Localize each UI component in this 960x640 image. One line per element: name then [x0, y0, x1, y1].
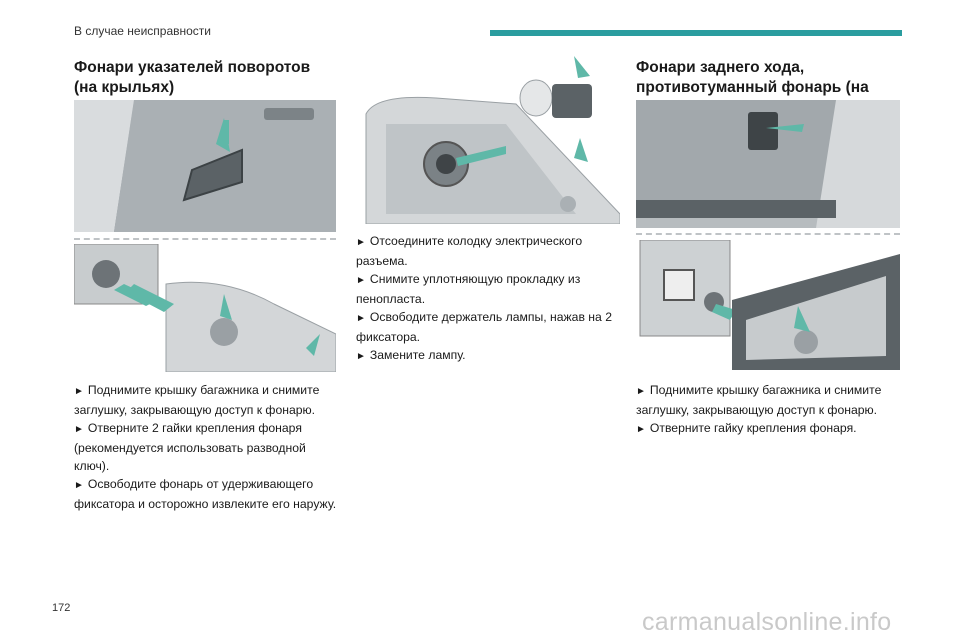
- arrow-icon: [712, 304, 736, 320]
- step-item: ►Замените лампу.: [356, 348, 466, 362]
- watermark: carmanualsonline.info: [642, 608, 892, 636]
- middle-steps: ►Отсоедините колодку электрического разъ…: [356, 232, 626, 366]
- arrow-icon: [574, 56, 590, 78]
- arrow-icon: [220, 294, 232, 320]
- step-item: ►Снимите уплотняющую прокладку из пенопл…: [356, 272, 581, 306]
- left-steps: ►Поднимите крышку багажника и снимите за…: [74, 381, 344, 513]
- dashed-divider: [636, 233, 900, 235]
- triangle-right-icon: ►: [356, 313, 366, 324]
- step-item: ►Освободите фонарь от удерживающего фикс…: [74, 477, 337, 511]
- triangle-right-icon: ►: [74, 386, 84, 397]
- header-accent-bar: [490, 30, 902, 36]
- step-item: ►Освободите держатель лампы, нажав на 2 …: [356, 310, 612, 344]
- tailgate-illustration: [636, 100, 900, 228]
- arrow-icon: [306, 334, 320, 356]
- triangle-right-icon: ►: [356, 237, 366, 248]
- triangle-right-icon: ►: [74, 424, 84, 435]
- step-item: ►Поднимите крышку багажника и снимите за…: [636, 383, 882, 417]
- arrow-icon: [574, 138, 588, 162]
- arrow-icon: [456, 146, 506, 166]
- triangle-right-icon: ►: [74, 480, 84, 491]
- step-item: ►Отверните 2 гайки крепления фонаря (рек…: [74, 421, 306, 473]
- page-number: 172: [52, 602, 71, 614]
- dashed-divider: [74, 238, 336, 240]
- trunk-cover-illustration: [74, 100, 336, 232]
- left-heading: Фонари указателей поворотов (на крыльях): [74, 59, 311, 96]
- bulb-holder-illustration: [356, 54, 620, 224]
- right-steps: ►Поднимите крышку багажника и снимите за…: [636, 381, 906, 439]
- step-item: ►Отсоедините колодку электрического разъ…: [356, 234, 583, 268]
- arrow-icon: [766, 124, 804, 132]
- triangle-right-icon: ►: [356, 351, 366, 362]
- triangle-right-icon: ►: [356, 275, 366, 286]
- triangle-right-icon: ►: [636, 424, 646, 435]
- step-item: ►Отверните гайку крепления фонаря.: [636, 421, 857, 435]
- triangle-right-icon: ►: [636, 386, 646, 397]
- reverse-lamp-nut-illustration: [636, 240, 900, 370]
- step-item: ►Поднимите крышку багажника и снимите за…: [74, 383, 320, 417]
- arrow-icon: [794, 306, 810, 332]
- section-header: В случае неисправности: [74, 24, 211, 38]
- turn-lamp-nuts-illustration: [74, 244, 336, 372]
